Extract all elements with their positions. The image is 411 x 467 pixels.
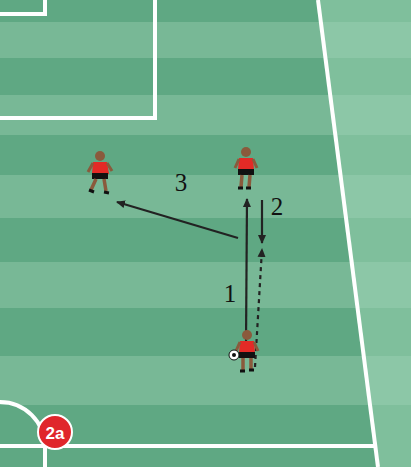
- pitch-stripes: [0, 22, 369, 405]
- field-lines: [0, 0, 378, 467]
- callout-number: 3: [175, 170, 188, 195]
- ball: [229, 350, 239, 360]
- callout-number: 1: [224, 281, 237, 306]
- pass-arrows: [117, 199, 262, 367]
- diagram-number: 2a: [46, 425, 65, 442]
- pitch-field: [0, 0, 378, 467]
- player-figures: [88, 147, 258, 371]
- diagram-badge: [38, 415, 72, 449]
- callout-number: 2: [271, 194, 284, 219]
- outside-stripes: [321, 22, 411, 405]
